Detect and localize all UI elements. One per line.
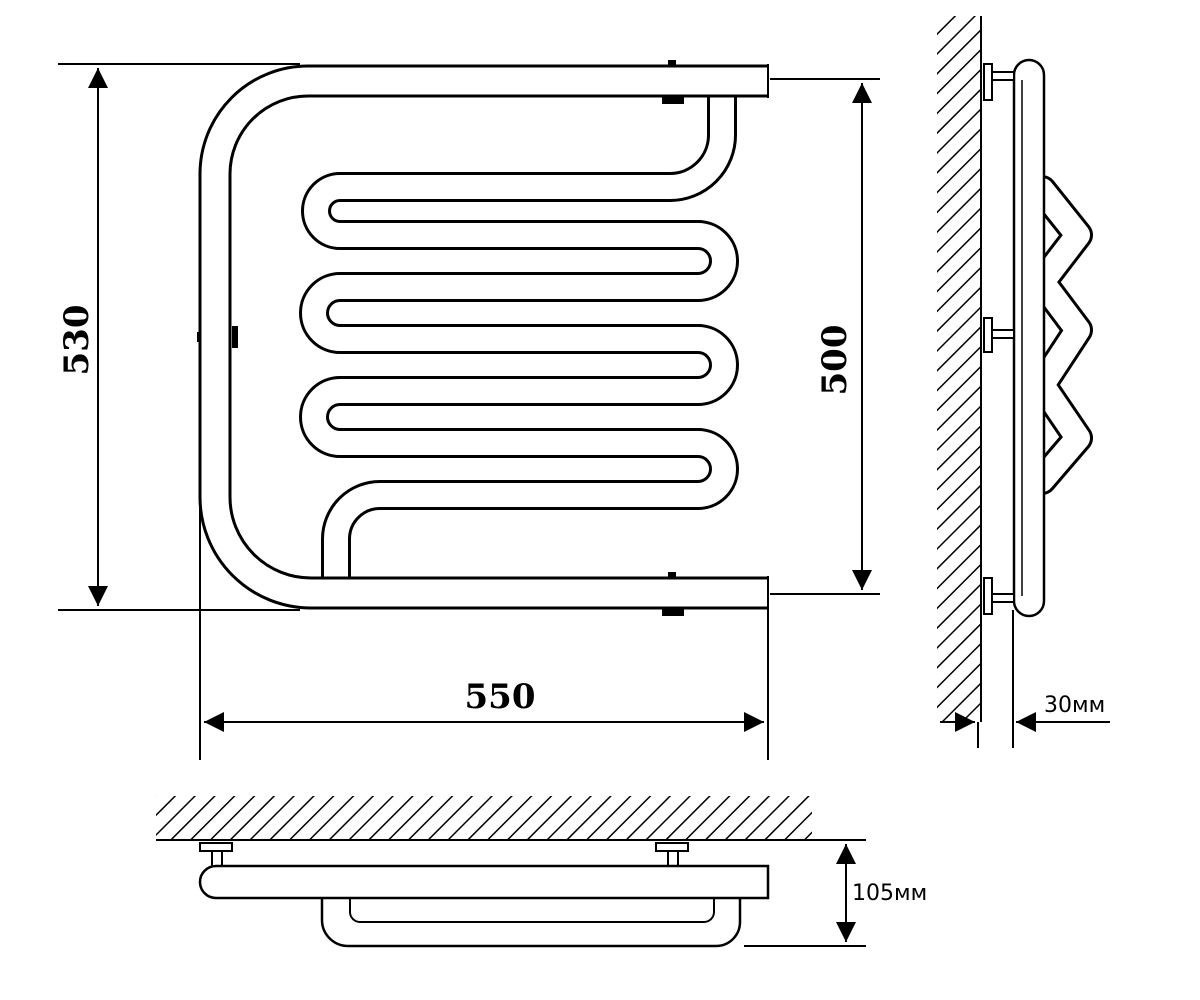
side-tube bbox=[1012, 58, 1046, 618]
top-tube bbox=[198, 864, 770, 900]
main-tube bbox=[198, 64, 769, 610]
top-view: 105мм bbox=[156, 796, 927, 948]
top-brackets bbox=[199, 842, 689, 868]
serpentine-coil bbox=[299, 83, 739, 595]
top-wall-hatch bbox=[156, 796, 812, 840]
depth-label: 105мм bbox=[852, 881, 927, 906]
width-label: 550 bbox=[465, 677, 536, 717]
top-coil-inner bbox=[349, 896, 715, 923]
wall-gap-label: 30мм bbox=[1044, 693, 1105, 718]
front-brackets bbox=[197, 60, 684, 616]
side-brackets bbox=[983, 63, 1015, 615]
height-outer-label: 530 bbox=[57, 305, 97, 376]
side-view: 30мм bbox=[937, 16, 1110, 748]
height-inner-label: 500 bbox=[815, 325, 855, 396]
side-wall-hatch bbox=[937, 16, 981, 722]
top-coil-outer bbox=[320, 890, 742, 948]
side-coil bbox=[1027, 175, 1093, 495]
front-view: 530 500 550 bbox=[57, 60, 880, 760]
